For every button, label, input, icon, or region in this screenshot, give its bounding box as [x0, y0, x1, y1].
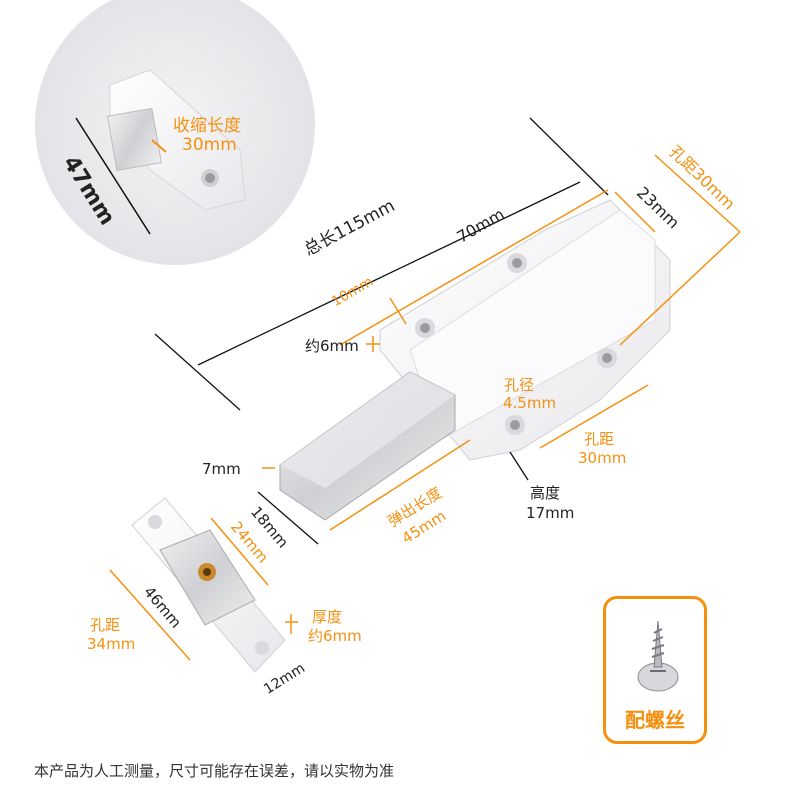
thickness-value: 约6mm [308, 627, 362, 645]
plate-hole-value: 34mm [87, 635, 136, 653]
height-label: 高度 [530, 484, 561, 502]
black-dimension-lines [154, 117, 609, 545]
strike-plate [131, 497, 286, 673]
hole-dia-value: 4.5mm [503, 394, 557, 412]
screw-accessory-box: 配螺丝 [603, 596, 707, 744]
height-value: 17mm [526, 504, 575, 522]
approx-6mm-label: 约6mm [305, 337, 359, 355]
hole-spacing-value: 30mm [578, 449, 627, 467]
pin-7mm-label: 7mm [202, 460, 241, 478]
footer-disclaimer: 本产品为人工测量，尺寸可能存在误差，请以实物为准 [34, 762, 395, 780]
screw-icon [637, 620, 679, 692]
hole-spacing-label: 孔距 [584, 430, 615, 448]
orange-dimension-lines [109, 154, 741, 661]
latch-pin [279, 371, 456, 521]
retract-label: 收缩长度 [173, 116, 241, 136]
retract-value: 30mm [182, 135, 237, 155]
inset-height-line [75, 117, 151, 235]
thickness-label: 厚度 [312, 608, 343, 626]
plate-hole-label: 孔距 [90, 616, 121, 634]
hole-dia-label: 孔径 [504, 376, 535, 394]
inset-latch [106, 69, 246, 211]
screw-label: 配螺丝 [625, 708, 685, 732]
